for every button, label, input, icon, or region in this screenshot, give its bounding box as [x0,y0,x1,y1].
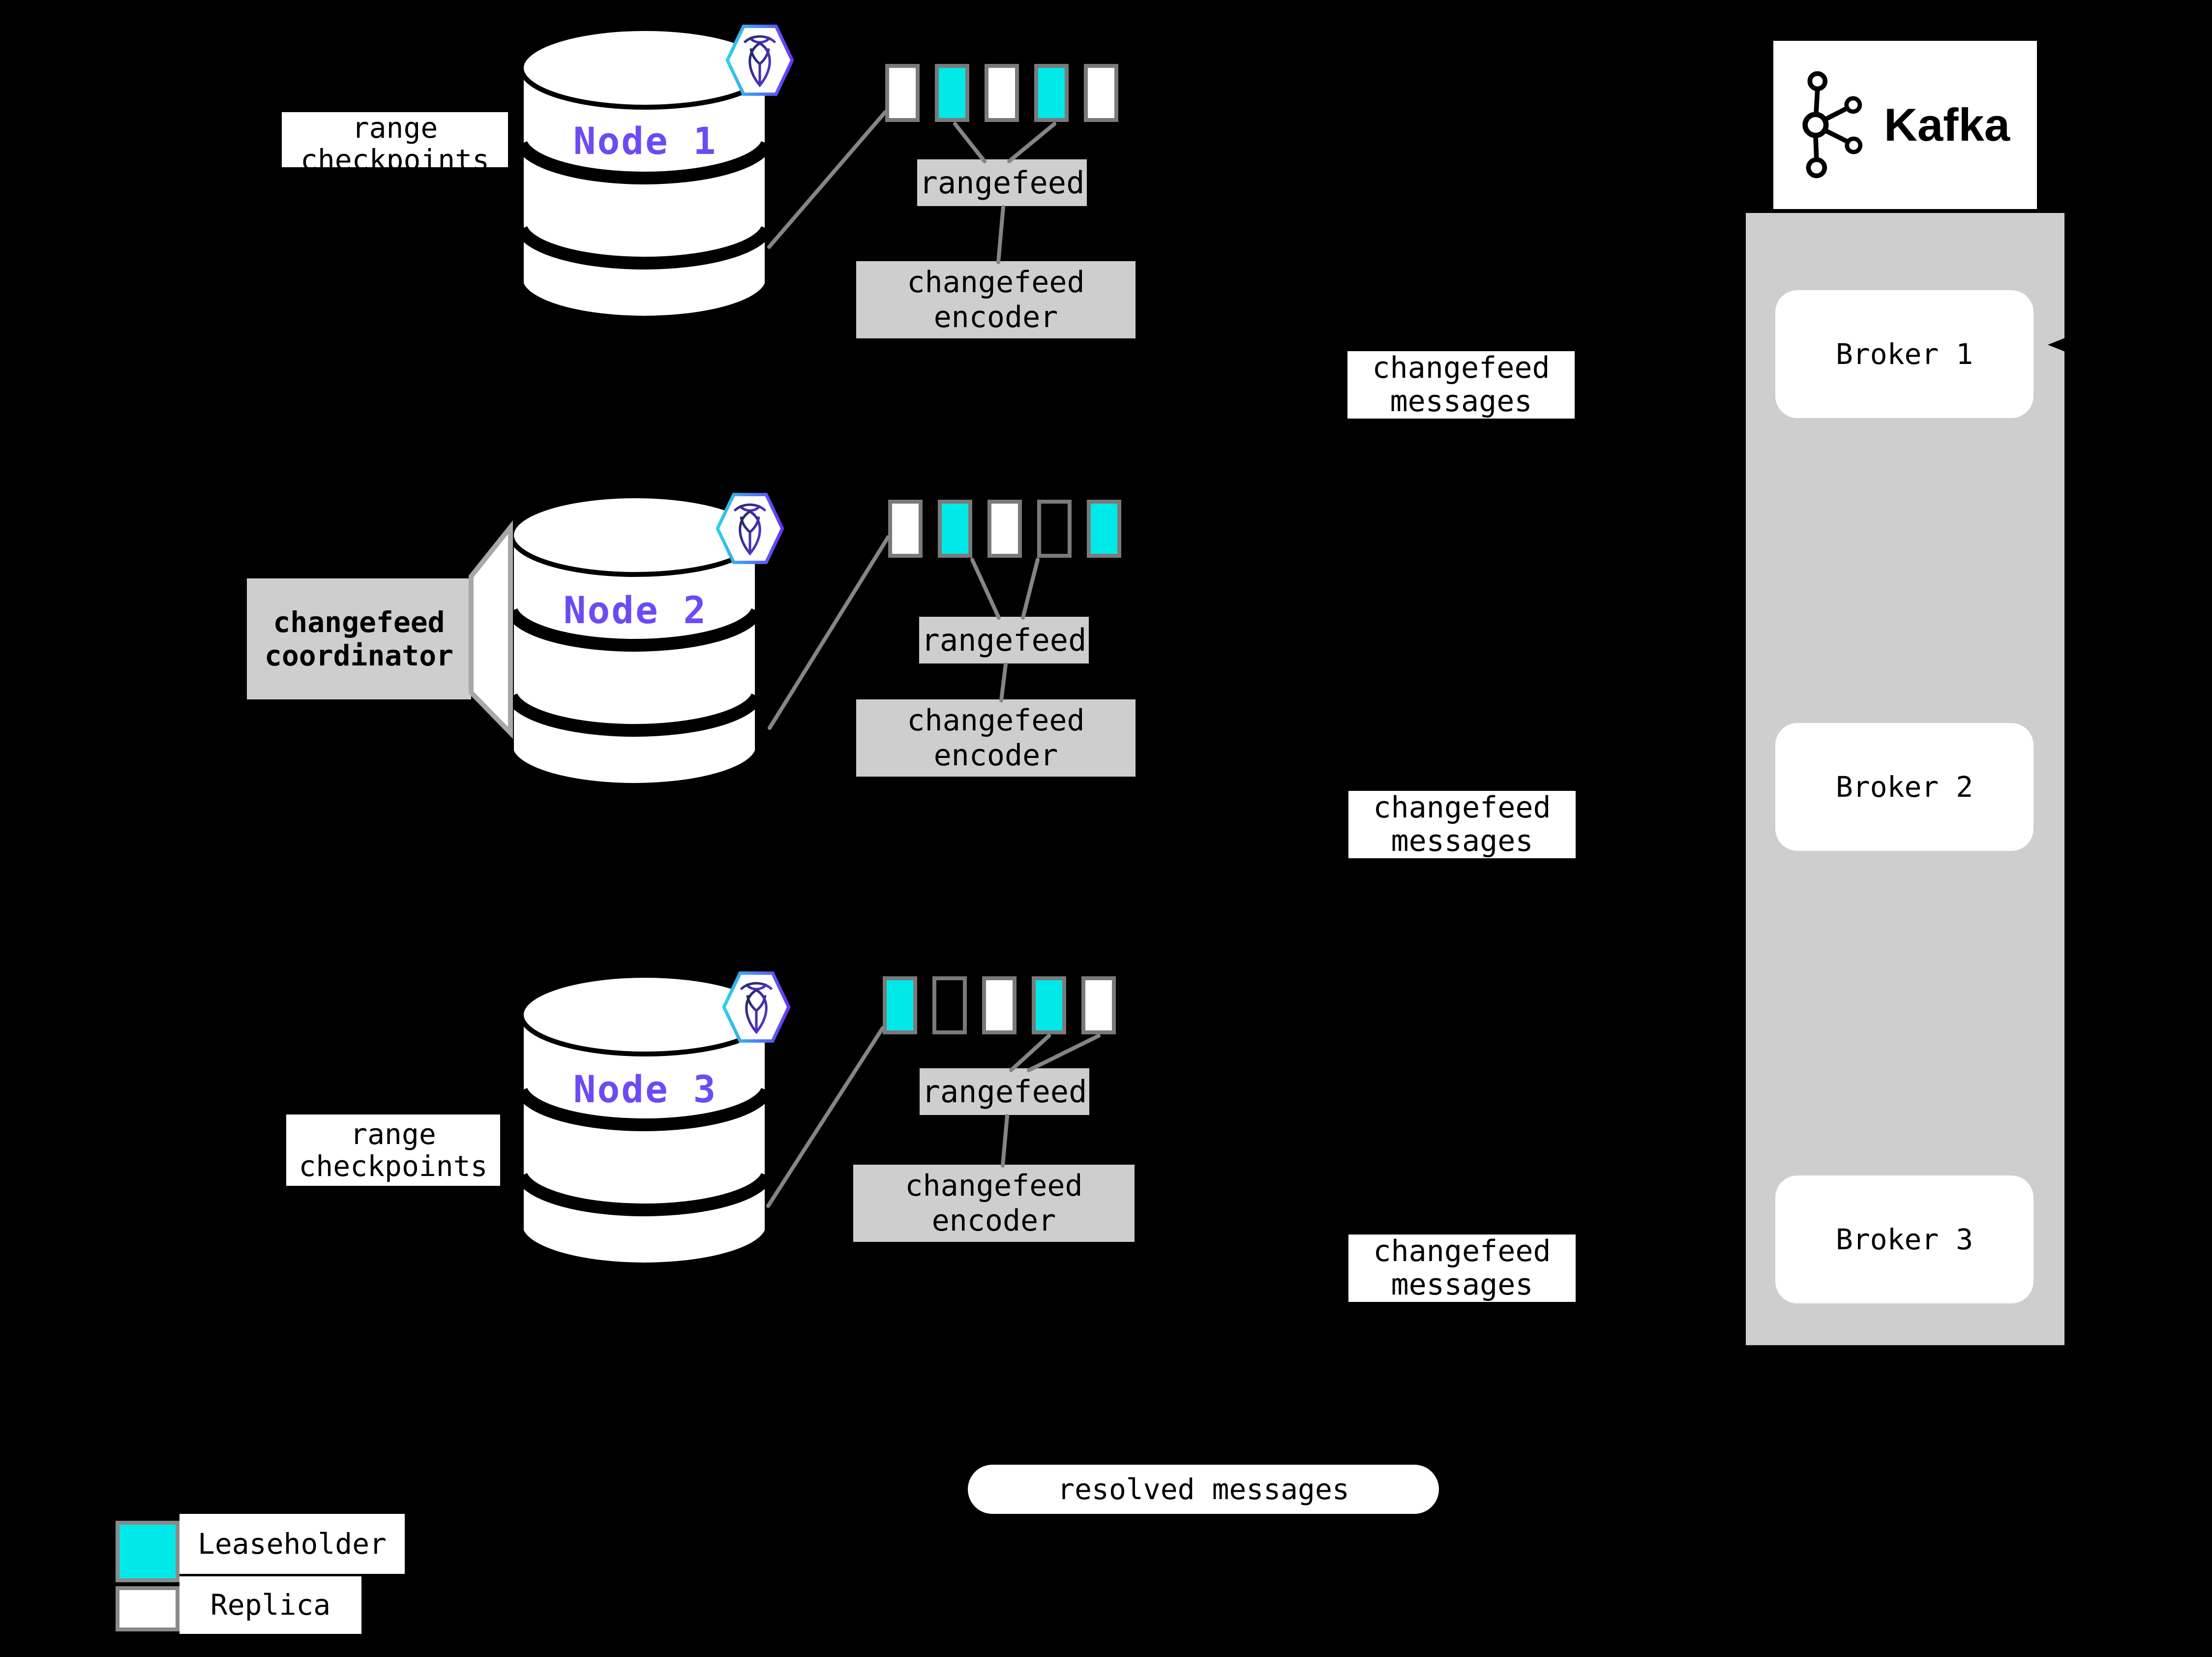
cockroachdb-logo-icon [716,493,784,564]
range-square-leaseholder [1032,976,1066,1034]
coordinator-flap-shape [469,520,513,739]
legend-replica-swatch [116,1586,179,1631]
node-3-changefeed-encoder-box: changefeed encoder [853,1165,1135,1242]
kafka-wordmark: Kafka [1884,99,2010,151]
legend-leaseholder-label: Leaseholder [179,1514,405,1574]
node-1-cockroach-badge [723,20,797,101]
legend-replica-label: Replica [179,1576,361,1634]
node-1-rangefeed-box: rangefeed [917,159,1087,206]
changefeed-coordinator-box: changefeed coordinator [247,578,471,699]
node-2-cylinder [505,492,764,794]
node-3-cockroach-badge [719,966,793,1048]
node-1-changefeed-messages-label: changefeed messages [1347,351,1575,419]
node-1-label: Node 1 [573,119,717,163]
range-square-replica [985,64,1019,122]
range-square-leaseholder [1087,500,1121,558]
broker-1: Broker 1 [1775,290,2033,418]
node-1-changefeed-encoder-box: changefeed encoder [856,261,1136,338]
range-square-leaseholder [938,500,972,558]
database-cylinder-icon [505,493,764,788]
range-square-leaseholder [935,64,969,122]
range-square-leaseholder [1034,64,1069,122]
node-1-cylinder [515,25,774,327]
node-3-changefeed-messages-label: changefeed messages [1348,1235,1576,1302]
database-cylinder-icon [515,973,774,1267]
broker-2: Broker 2 [1775,723,2033,851]
node-2-changefeed-encoder-box: changefeed encoder [856,699,1136,777]
node-2-rangefeed-box: rangefeed [919,617,1089,663]
range-square-replica [1081,976,1116,1034]
range-square-replica [885,64,920,122]
cockroachdb-logo-icon [722,971,791,1043]
range-square-leaseholder [883,976,917,1034]
range-square-replica [1084,64,1118,122]
cockroachdb-logo-icon [725,25,794,96]
node-3-label: Node 3 [573,1067,717,1111]
broker-3: Broker 3 [1775,1175,2033,1303]
range-checkpoints-label: range checkpoints [282,112,508,167]
range-square-replica [987,500,1022,558]
resolved-messages-label: resolved messages [968,1465,1439,1514]
node-2-ranges [888,500,1121,558]
range-square-empty [1037,500,1072,558]
range-square-empty [932,976,967,1034]
kafka-logo-box: Kafka [1773,41,2037,209]
node-3-rangefeed-box: rangefeed [920,1068,1089,1115]
node-2-cockroach-badge [713,488,787,569]
range-square-replica [982,976,1016,1034]
node-3-cylinder [515,971,774,1274]
kafka-icon [1802,71,1863,179]
node-1-ranges [885,64,1118,122]
node-3-ranges [883,976,1116,1034]
range-square-replica [888,500,923,558]
range-checkpoints-label: range checkpoints [286,1115,500,1186]
database-cylinder-icon [515,26,774,321]
node-2-changefeed-messages-label: changefeed messages [1348,791,1576,858]
node-2-label: Node 2 [563,588,708,632]
legend-leaseholder-swatch [116,1521,179,1582]
